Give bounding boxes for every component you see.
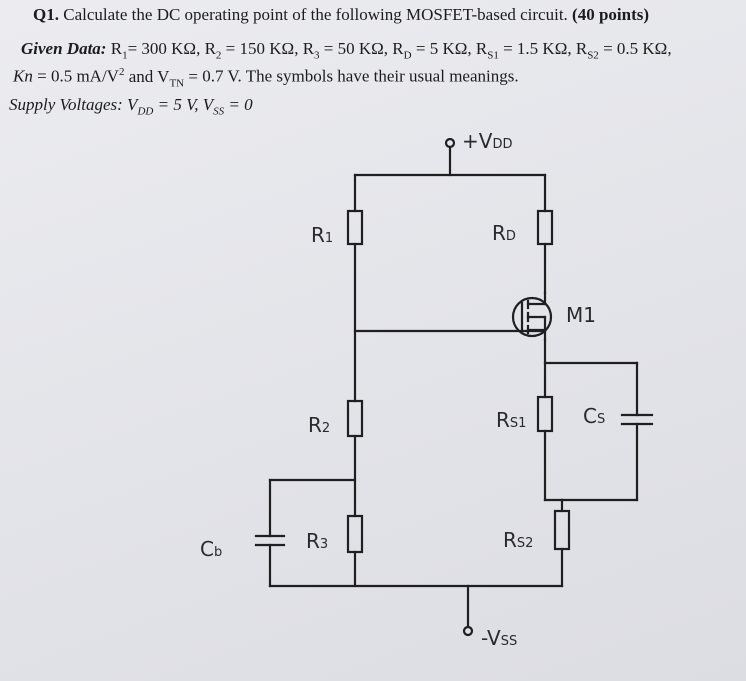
- question-text: Calculate the DC operating point of the …: [63, 5, 568, 24]
- vdd-value: 5 V: [173, 95, 195, 114]
- r2-resistor: [346, 399, 364, 438]
- r1-label: R1: [311, 223, 333, 247]
- question-points: (40 points): [572, 5, 650, 24]
- symbols-meaning-text: The symbols have their usual meanings.: [245, 66, 519, 86]
- rs2-value: 0.5 KΩ: [616, 39, 668, 58]
- r1-value: 300 KΩ: [141, 39, 197, 58]
- mosfet-m1-body: [511, 296, 553, 338]
- r3-label: R3: [306, 529, 328, 553]
- vtn-value: 0.7 V: [202, 66, 238, 86]
- rs1-value: 1.5 KΩ: [516, 39, 568, 58]
- rs2-resistor: [553, 509, 571, 551]
- r3-value: 50 KΩ: [337, 39, 384, 58]
- rs1-label: RS1: [496, 408, 526, 432]
- rd-resistor: [536, 209, 554, 246]
- r1-resistor: [346, 209, 364, 246]
- rs1-resistor: [536, 395, 554, 433]
- r2-value: 150 KΩ: [239, 39, 295, 58]
- device-params-line: Kn = 0.5 mA/V2 and VTN = 0.7 V. The symb…: [13, 66, 519, 90]
- rd-label: RD: [492, 221, 516, 245]
- question-line-1: Q1. Calculate the DC operating point of …: [33, 5, 649, 25]
- supply-voltages-line: Supply Voltages: VDD = 5 V, VSS = 0: [9, 95, 253, 118]
- vss-label: -VSS: [481, 626, 517, 650]
- rs2-label: RS2: [503, 528, 533, 552]
- given-data-label: Given Data:: [21, 39, 107, 58]
- rd-value: 5 KΩ: [429, 39, 468, 58]
- vss-terminal: [462, 625, 474, 637]
- given-data-line: Given Data: R1= 300 KΩ, R2 = 150 KΩ, R3 …: [21, 39, 672, 62]
- supply-voltages-label: Supply Voltages:: [9, 95, 123, 114]
- mosfet-label: M1: [566, 303, 596, 327]
- vss-value: 0: [244, 95, 253, 114]
- question-number: Q1.: [33, 5, 59, 24]
- vdd-terminal: [444, 137, 456, 149]
- vdd-label: +VDD: [462, 129, 512, 153]
- cs-label: CS: [583, 404, 605, 428]
- kn-value: 0.5 mA/V: [50, 66, 119, 86]
- cb-label: Cb: [200, 537, 222, 561]
- r3-resistor: [346, 514, 364, 554]
- r2-label: R2: [308, 413, 330, 437]
